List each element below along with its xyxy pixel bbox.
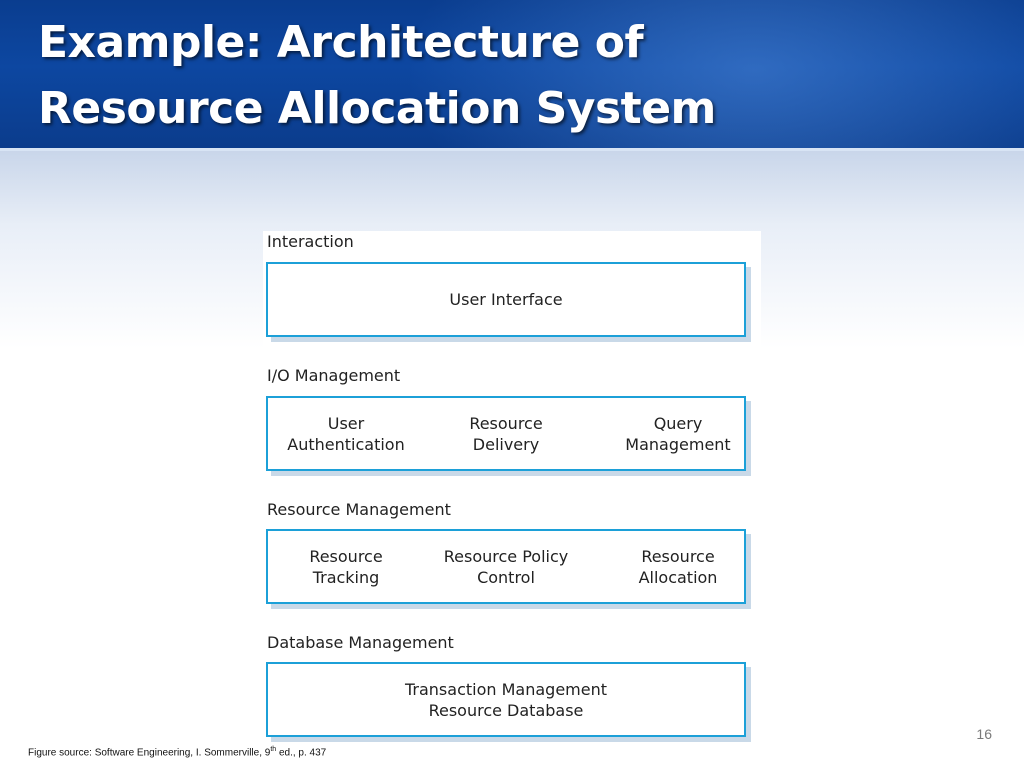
title-line-1: Example: Architecture of [38, 17, 644, 68]
component-text: Resource [469, 413, 543, 433]
component-user-authentication: User Authentication [268, 398, 424, 469]
component-user-interface: User Interface [268, 264, 744, 335]
component-text: Authentication [287, 434, 405, 454]
component-text: Tracking [312, 567, 380, 587]
component-text: Resource Database [428, 700, 584, 720]
component-resource-allocation: Resource Allocation [598, 531, 758, 602]
layer-label-resource-management: Resource Management [267, 500, 451, 519]
footnote-superscript: th [270, 746, 277, 753]
component-text: Allocation [638, 567, 718, 587]
slide-header: Example: Architecture of Resource Alloca… [0, 0, 1024, 148]
layer-label-interaction: Interaction [267, 232, 354, 251]
figure-source-footnote: Figure source: Software Engineering, I. … [28, 746, 326, 758]
footnote-suffix: ed., p. 437 [276, 747, 327, 759]
component-text: Resource Policy [443, 546, 569, 566]
layer-box-database-management: Transaction Management Resource Database [266, 662, 746, 737]
layer-box-resource-management: Resource Tracking Resource Policy Contro… [266, 529, 746, 604]
component-resource-policy-control: Resource Policy Control [428, 531, 584, 602]
layer-label-database-management: Database Management [267, 633, 454, 652]
slide-title: Example: Architecture of Resource Alloca… [38, 10, 938, 142]
page-number: 16 [976, 726, 992, 742]
component-text: Delivery [472, 434, 540, 454]
component-text: Resource [641, 546, 715, 566]
component-text: User Interface [449, 290, 563, 309]
component-text: Query [653, 413, 703, 433]
layer-box-interaction: User Interface [266, 262, 746, 337]
component-resource-delivery: Resource Delivery [428, 398, 584, 469]
layer-box-io-management: User Authentication Resource Delivery Qu… [266, 396, 746, 471]
component-query-management: Query Management [598, 398, 758, 469]
title-line-2: Resource Allocation System [38, 83, 716, 134]
component-transaction-resource-database: Transaction Management Resource Database [268, 664, 744, 735]
architecture-diagram: Interaction User Interface I/O Managemen… [263, 231, 761, 751]
component-text: Resource [309, 546, 383, 566]
layer-label-io-management: I/O Management [267, 366, 401, 385]
component-text: Transaction Management [404, 679, 607, 699]
component-text: Control [477, 567, 535, 587]
footnote-prefix: Figure source: Software Engineering, I. … [28, 747, 271, 759]
component-resource-tracking: Resource Tracking [268, 531, 424, 602]
component-text: Management [625, 434, 731, 454]
component-text: User [327, 413, 365, 433]
header-divider [0, 148, 1024, 151]
